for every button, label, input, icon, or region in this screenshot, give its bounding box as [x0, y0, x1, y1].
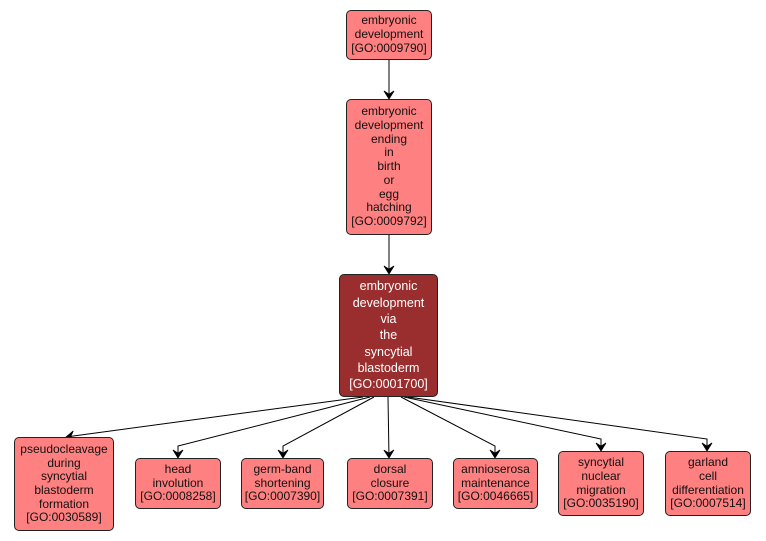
edge-go-0001700-to-go-0030589: [65, 396, 364, 438]
go-term-id: [GO:0009790]: [351, 40, 427, 55]
go-term-id: [GO:0035190]: [563, 496, 639, 511]
go-term-label-line: garland: [687, 455, 729, 470]
go-term-label-line: closure: [370, 475, 410, 490]
go-term-id: [GO:0001700]: [349, 377, 428, 392]
go-term-label-line: or: [383, 172, 395, 187]
go-term-label-line: shortening: [254, 475, 311, 490]
go-term-label-line: development: [354, 118, 424, 133]
go-term-label-line: ending: [370, 131, 408, 146]
go-term-label-line: pseudocleavage: [20, 441, 108, 456]
go-term-label-line: head: [164, 461, 192, 476]
go-term-label-line: development: [352, 295, 425, 310]
go-term-label-line: egg: [378, 186, 400, 201]
go-term-label-line: syncytial: [40, 469, 87, 484]
arrowhead-icon: [489, 449, 501, 459]
go-term-label-line: formation: [38, 496, 90, 511]
go-term-label-line: involution: [152, 475, 204, 490]
go-term-label-line: embryonic: [361, 13, 417, 28]
edge-go-0001700-to-go-0007391: [387, 396, 390, 459]
go-term-label-line: embryonic: [359, 279, 418, 294]
go-term-label-line: migration: [576, 482, 626, 497]
go-term-label-line: syncytial: [577, 455, 624, 470]
go-term-id: [GO:0007391]: [352, 489, 428, 504]
go-term-label-line: development: [354, 27, 424, 42]
edge-go-0001700-to-go-0008258: [177, 396, 371, 458]
go-term-label-line: embryonic: [361, 104, 417, 119]
edge-go-0001700-to-go-0035190: [403, 396, 602, 451]
arrowhead-icon: [383, 265, 395, 275]
arrowhead-icon: [383, 90, 395, 100]
go-term-label-line: the: [379, 328, 398, 343]
go-term-label-line: germ-band: [253, 461, 312, 476]
go-term-id: [GO:0007514]: [670, 496, 746, 511]
go-term-id: [GO:0008258]: [140, 489, 216, 504]
go-term-label-line: maintenance: [461, 475, 530, 490]
go-term-label-line: dorsal: [373, 461, 407, 476]
go-term-id: [GO:0007390]: [244, 489, 321, 504]
go-term-label-line: via: [380, 312, 397, 327]
arrowhead-icon: [701, 442, 713, 452]
go-term-label-line: birth: [377, 159, 401, 174]
go-term-label-line: syncytial: [364, 344, 413, 359]
arrowhead-icon: [172, 449, 184, 459]
go-term-label-line: during: [47, 455, 81, 470]
go-term-label-line: blastoderm: [34, 483, 94, 497]
go-term-label-line: hatching: [366, 200, 412, 215]
go-term-id: [GO:0009792]: [351, 213, 427, 228]
arrowhead-icon: [595, 442, 607, 452]
go-term-label-line: cell: [698, 468, 717, 483]
go-term-id: [GO:0046665]: [457, 489, 534, 504]
go-term-label-line: amnioserosa: [461, 461, 530, 476]
arrowhead-icon: [277, 449, 289, 459]
go-term-label-line: nuclear: [581, 468, 621, 483]
go-term-id: [GO:0030589]: [26, 510, 102, 525]
arrowhead-icon: [383, 449, 395, 459]
go-term-label-line: differentiation: [672, 482, 744, 497]
go-term-label-line: blastoderm: [357, 360, 420, 375]
go-term-label-line: in: [384, 145, 394, 160]
